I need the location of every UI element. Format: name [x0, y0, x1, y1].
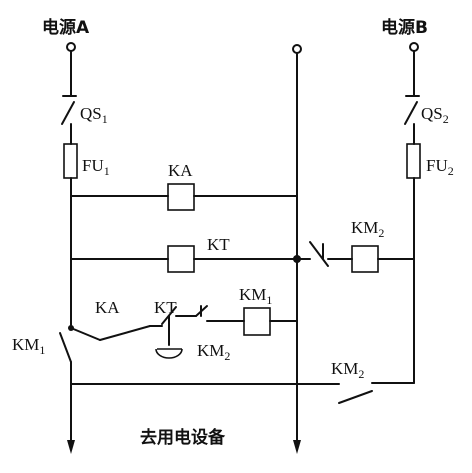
fuse-fu1: [63, 143, 78, 179]
coil-km1: [243, 307, 271, 336]
timer-symbol: [155, 348, 183, 359]
coil-ka-label: KA: [168, 161, 193, 180]
row-bottom-km2: [70, 382, 415, 404]
contact-km2-bottom-label: KM2: [331, 359, 364, 381]
source-a-terminal: [66, 42, 76, 52]
coil-km1-label: KM1: [239, 285, 272, 307]
row-ka-coil: [70, 183, 298, 211]
coil-ka: [167, 183, 195, 211]
fuse-fu2-label: FU2: [426, 156, 454, 178]
middle-terminal: [292, 44, 302, 54]
source-b-bus: [404, 42, 421, 384]
middle-bus: [292, 44, 302, 454]
switch-qs1-label: QS1: [80, 104, 108, 126]
contact-ka-label: KA: [95, 298, 120, 317]
contact-km2-nc: [309, 241, 329, 267]
fuse-fu2: [406, 143, 421, 179]
row-km1-coil: [68, 305, 298, 359]
coil-km2-label: KM2: [351, 218, 384, 240]
row-kt-coil: [70, 241, 415, 273]
fuse-fu1-label: FU1: [82, 156, 110, 178]
contact-km1-label: KM1: [12, 335, 45, 357]
contact-kt-label: KT: [154, 298, 177, 317]
contact-ka: [99, 325, 151, 341]
output-label: 去用电设备: [140, 427, 226, 448]
source-b-label: 电源B: [381, 17, 428, 38]
coil-km2: [351, 245, 379, 273]
source-a-bus: [59, 42, 78, 454]
switch-qs2-label: QS2: [421, 104, 449, 126]
output-arrow-middle: [293, 440, 301, 454]
coil-kt-label: KT: [207, 235, 230, 254]
coil-kt: [167, 245, 195, 273]
contact-km2-timer-label: KM2: [197, 341, 230, 363]
contact-km2-bottom: [338, 390, 373, 404]
source-b-terminal: [409, 42, 419, 52]
output-arrow-left: [67, 440, 75, 454]
source-a-label: 电源A: [42, 17, 90, 38]
